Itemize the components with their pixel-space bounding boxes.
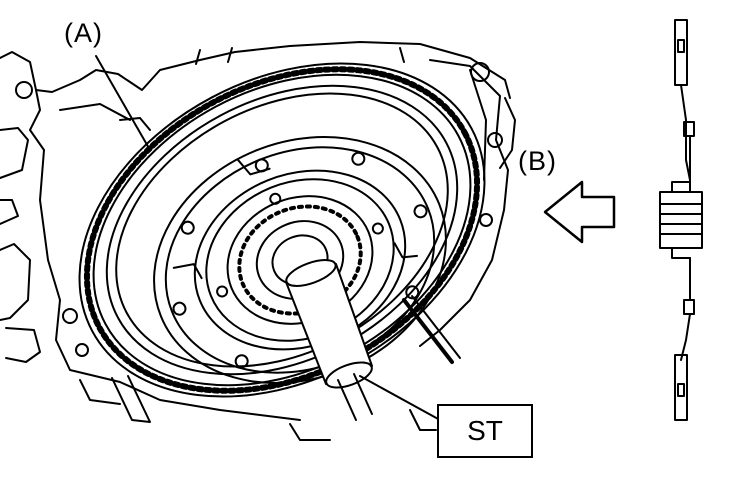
st-leader-line: [359, 375, 441, 421]
flywheel: [78, 62, 486, 398]
st-label: ST: [467, 415, 503, 446]
label-a: (A): [64, 18, 103, 48]
hollow-arrow-left-icon: [543, 180, 616, 244]
label-b: (B): [518, 146, 557, 176]
special-tool: [285, 259, 373, 421]
engine-housing: [0, 41, 516, 441]
ring-gear-outer: [78, 62, 486, 398]
a-leader-line: [95, 55, 151, 151]
st-label-box: ST: [437, 404, 533, 458]
side-view-part: [659, 19, 703, 421]
